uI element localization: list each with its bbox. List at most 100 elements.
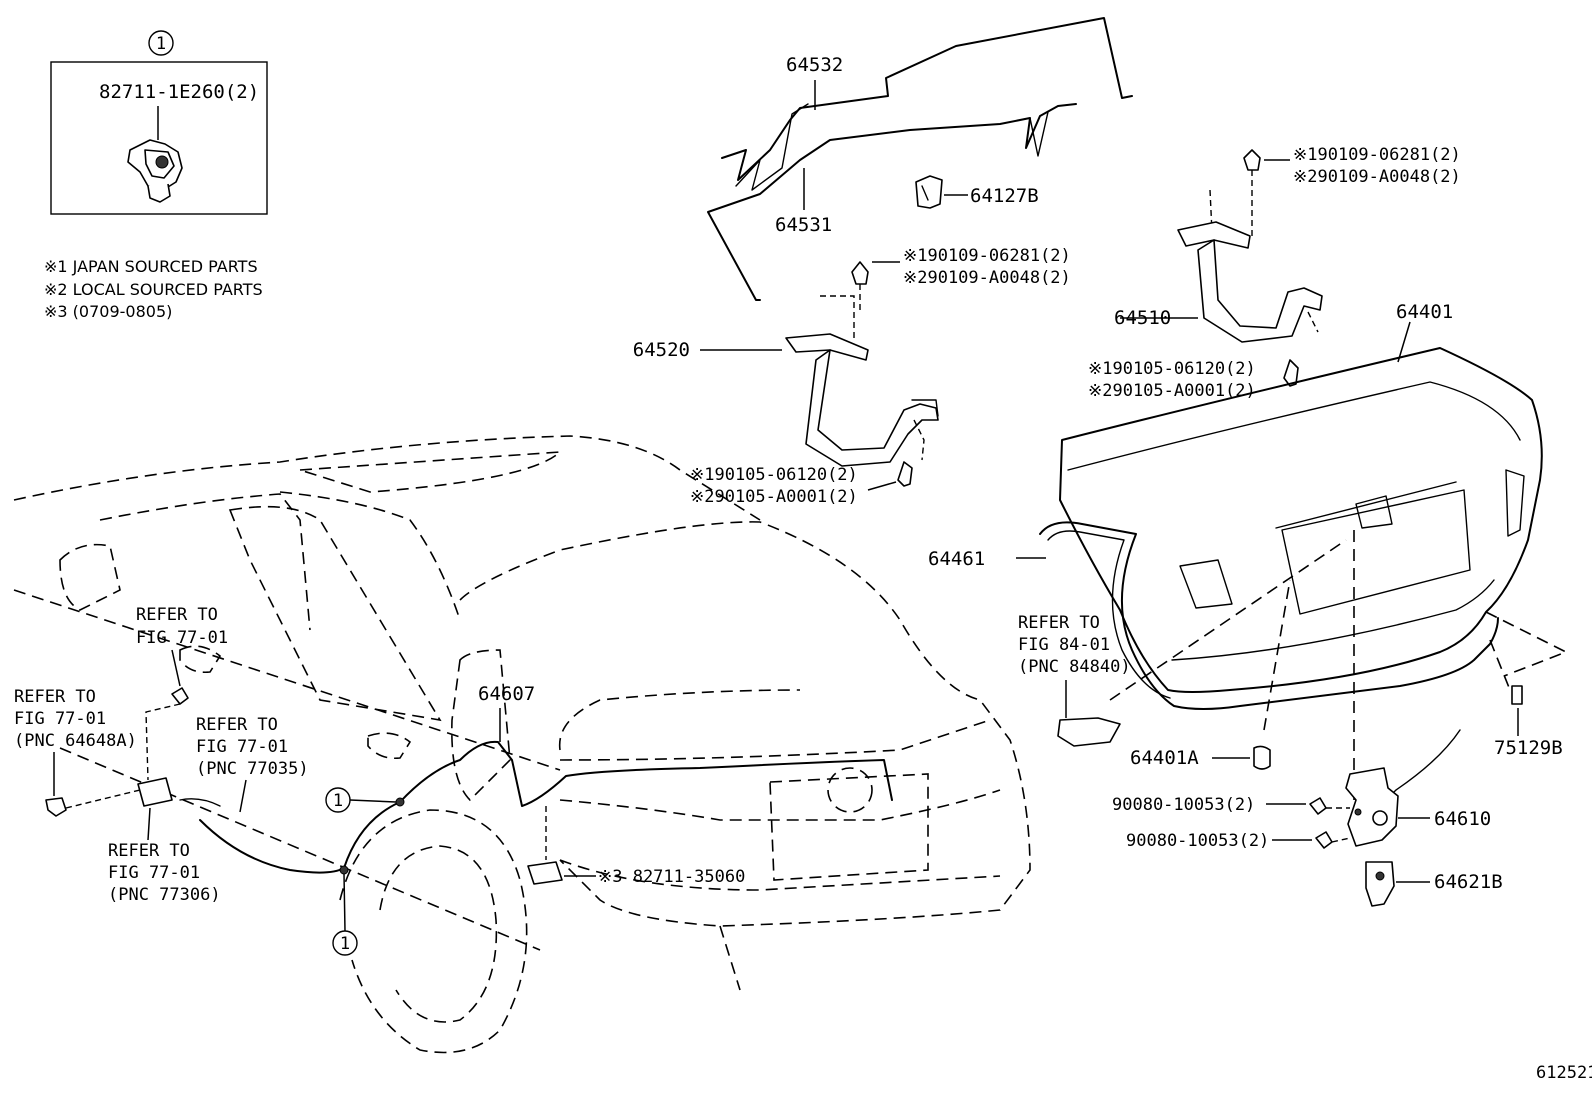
refer-fig-77-01-c: REFER TO FIG 77-01 (PNC 77035) [196, 715, 309, 813]
bolt-icon-1 [1309, 797, 1327, 815]
door-handle-front [179, 645, 222, 674]
torsion-bar-64531 [707, 103, 1077, 301]
ref2-line3: (PNC 64648A) [14, 731, 137, 751]
label-64531: 64531 [775, 214, 832, 236]
ref3-line2: FIG 77-01 [196, 737, 288, 757]
label-75129B: 75129B [1494, 737, 1563, 759]
clip-82711-35060: ※3 82711-35060 [527, 806, 745, 887]
ref1-line1: REFER TO [136, 605, 218, 625]
label-64607: 64607 [478, 683, 535, 705]
hinge-right-bolt-top-2: ※290109-A0048(2) [1293, 167, 1461, 187]
ref1-line2: FIG 77-01 [136, 628, 228, 648]
sunroof [299, 451, 563, 493]
bolt-icon-2 [1315, 831, 1333, 849]
license-plate-recess [1281, 489, 1471, 615]
refer-fig-84-01: REFER TO FIG 84-01 (PNC 84840) [1018, 613, 1131, 747]
bracket-icon [915, 175, 943, 209]
fuel-opener-icon [45, 797, 67, 817]
cable-line [199, 740, 893, 874]
note-local-sourced: ※2 LOCAL SOURCED PARTS [44, 280, 263, 299]
bolt-icon [851, 261, 869, 285]
inset-callout-number: 1 [156, 34, 166, 54]
inset-part-number: 82711-1E260(2) [99, 81, 259, 103]
trunk-lid-64401: 64401 [1059, 301, 1543, 693]
label-64401A: 64401A [1130, 747, 1199, 769]
label-bolt-2: 90080-10053(2) [1126, 831, 1269, 851]
label-64401: 64401 [1396, 301, 1453, 323]
handle-recess [1355, 495, 1393, 529]
weatherstrip-outer [1039, 521, 1499, 710]
opener-lever-icon [137, 777, 173, 807]
ref2-line1: REFER TO [14, 687, 96, 707]
note-date-range: ※3 (0709-0805) [44, 302, 172, 321]
note-japan-sourced: ※1 JAPAN SOURCED PARTS [44, 257, 258, 276]
striker-64621B: 64621B [1365, 861, 1503, 907]
screw-icon [171, 687, 189, 705]
rear-door-window [228, 505, 442, 722]
fuel-door [451, 649, 511, 802]
label-bolt-1: 90080-10053(2) [1112, 795, 1255, 815]
clip-icon [527, 861, 563, 885]
license-plate-area [769, 773, 929, 881]
bumper-icon [1511, 685, 1523, 705]
bolt-icon [1243, 149, 1261, 171]
hinge-right-bolt-top-1: ※190109-06281(2) [1293, 145, 1461, 165]
torsion-bars: 64532 64531 [707, 17, 1133, 301]
ref4-line1: REFER TO [108, 841, 190, 861]
door-handle-rear [367, 732, 412, 760]
hinge-left-bolt-bot-2: ※290105-A0001(2) [690, 487, 858, 507]
bracket-64127B: 64127B [915, 175, 1039, 209]
ref5-line1: REFER TO [1018, 613, 1100, 633]
emblem [827, 767, 873, 813]
car-body [13, 435, 1031, 1054]
hinge-left-bolt-top-2: ※290109-A0048(2) [903, 268, 1071, 288]
trunk-body [459, 521, 1031, 927]
refer-fig-77-01-d: REFER TO FIG 77-01 (PNC 77306) [108, 807, 221, 905]
ref5-line3: (PNC 84840) [1018, 657, 1131, 677]
label-64461: 64461 [928, 548, 985, 570]
roof-line [13, 435, 761, 521]
lamp-recess-left [1179, 559, 1233, 609]
lock-icon [1345, 767, 1399, 847]
callout-number-1: 1 [333, 791, 343, 811]
hinge-right-bolt-bot-1: ※190105-06120(2) [1088, 359, 1256, 379]
inset-clip-detail: 1 82711-1E260(2) [50, 30, 268, 215]
label-64127B: 64127B [970, 185, 1039, 207]
label-64510: 64510 [1114, 307, 1171, 329]
label-clip: ※3 82711-35060 [598, 867, 745, 887]
side-mirror [59, 543, 121, 611]
bumper-75129B: 75129B [1494, 685, 1563, 759]
figure-id: 612521J [1536, 1063, 1592, 1083]
clip-icon [127, 139, 183, 203]
cushion-icon [1253, 745, 1271, 770]
ref4-line3: (PNC 77306) [108, 885, 221, 905]
label-64532: 64532 [786, 54, 843, 76]
ref3-line1: REFER TO [196, 715, 278, 735]
refer-fig-77-01-a: REFER TO FIG 77-01 [136, 605, 228, 781]
inset-frame [50, 61, 268, 215]
hinge-right-64510: ※190109-06281(2) ※290109-A0048(2) 64510 … [1088, 145, 1461, 401]
label-64621B: 64621B [1434, 871, 1503, 893]
cushion-64401A: 64401A [1130, 745, 1271, 770]
opener-lever [137, 777, 221, 807]
weatherstrip-64461: 64461 [928, 521, 1499, 710]
ref3-line3: (PNC 77035) [196, 759, 309, 779]
hinge-left-bolt-top-1: ※190109-06281(2) [903, 246, 1071, 266]
rear-wheel [339, 809, 528, 1054]
lock-cylinder-icon [1057, 717, 1121, 747]
striker-icon [1365, 861, 1395, 907]
label-64610: 64610 [1434, 808, 1491, 830]
hinge-arm-right [1197, 239, 1323, 343]
hinge-arm-left [805, 349, 939, 467]
callout-number-2: 1 [340, 934, 350, 954]
hinge-right-bolt-bot-2: ※290105-A0001(2) [1088, 381, 1256, 401]
bolt-icon-lower [1283, 359, 1299, 387]
ref5-line2: FIG 84-01 [1018, 635, 1110, 655]
hinge-left-64520: ※190109-06281(2) ※290109-A0048(2) 64520 … [633, 246, 1071, 507]
bolt-icon-lower [897, 461, 913, 487]
ref4-line2: FIG 77-01 [108, 863, 200, 883]
lock-cable [1387, 729, 1461, 799]
ref2-line2: FIG 77-01 [14, 709, 106, 729]
hinge-left-bolt-bot-1: ※190105-06120(2) [690, 465, 858, 485]
